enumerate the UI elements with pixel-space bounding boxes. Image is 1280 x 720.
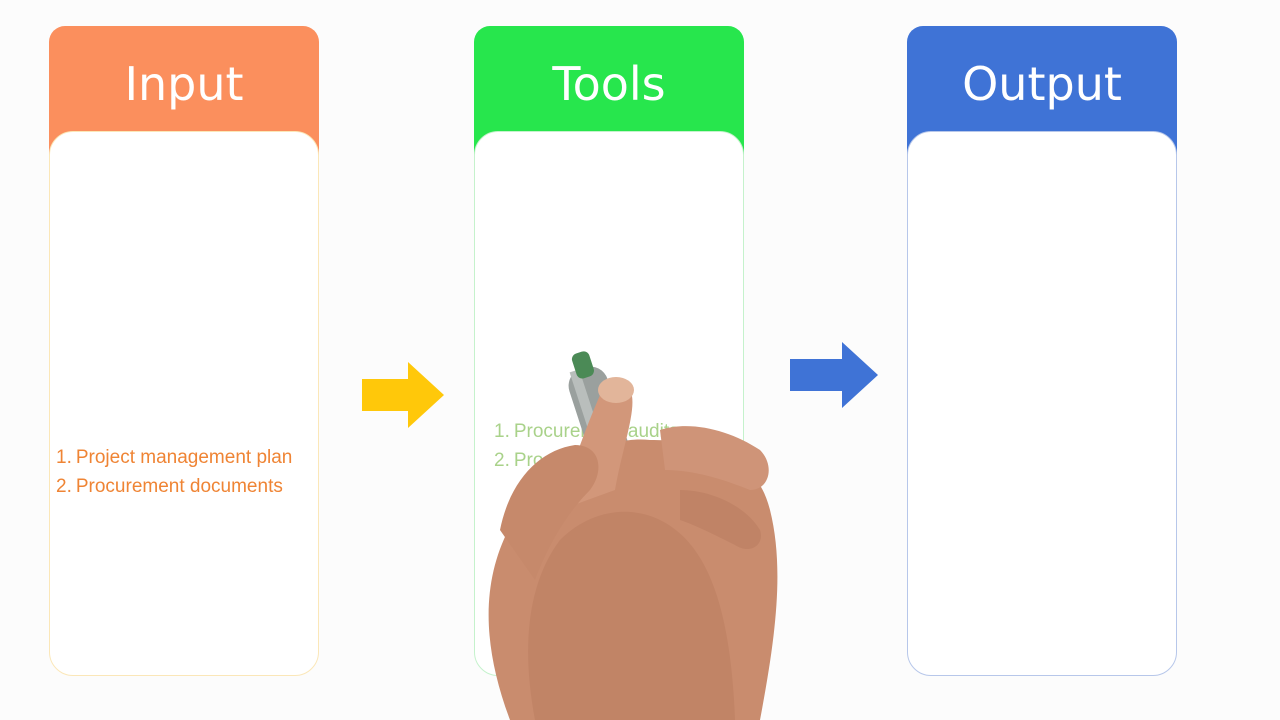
list-item: 2.Procurement documents bbox=[56, 472, 318, 501]
arrow-right-icon bbox=[362, 362, 444, 428]
list-item-number: 2. bbox=[56, 476, 72, 497]
output-column: Output bbox=[907, 26, 1177, 676]
tools-column-title: Tools bbox=[552, 57, 666, 111]
hand-with-marker-icon bbox=[488, 351, 778, 720]
output-column-title: Output bbox=[962, 57, 1122, 111]
list-item: 1.Project management plan bbox=[56, 443, 318, 472]
list-item-text: Project management plan bbox=[75, 447, 293, 468]
list-item-number: 1. bbox=[56, 447, 72, 468]
input-column: Input 1.Project management plan 2.Procur… bbox=[49, 26, 319, 676]
list-item-number: 1. bbox=[494, 421, 510, 442]
input-column-title: Input bbox=[124, 57, 244, 111]
input-column-body: 1.Project management plan 2.Procurement … bbox=[49, 131, 319, 676]
arrow-right-icon bbox=[790, 342, 878, 408]
input-item-list: 1.Project management plan 2.Procurement … bbox=[56, 443, 318, 501]
output-column-body bbox=[907, 131, 1177, 676]
list-item-text: Procurement documents bbox=[75, 476, 283, 497]
list-item-number: 2. bbox=[494, 450, 510, 471]
